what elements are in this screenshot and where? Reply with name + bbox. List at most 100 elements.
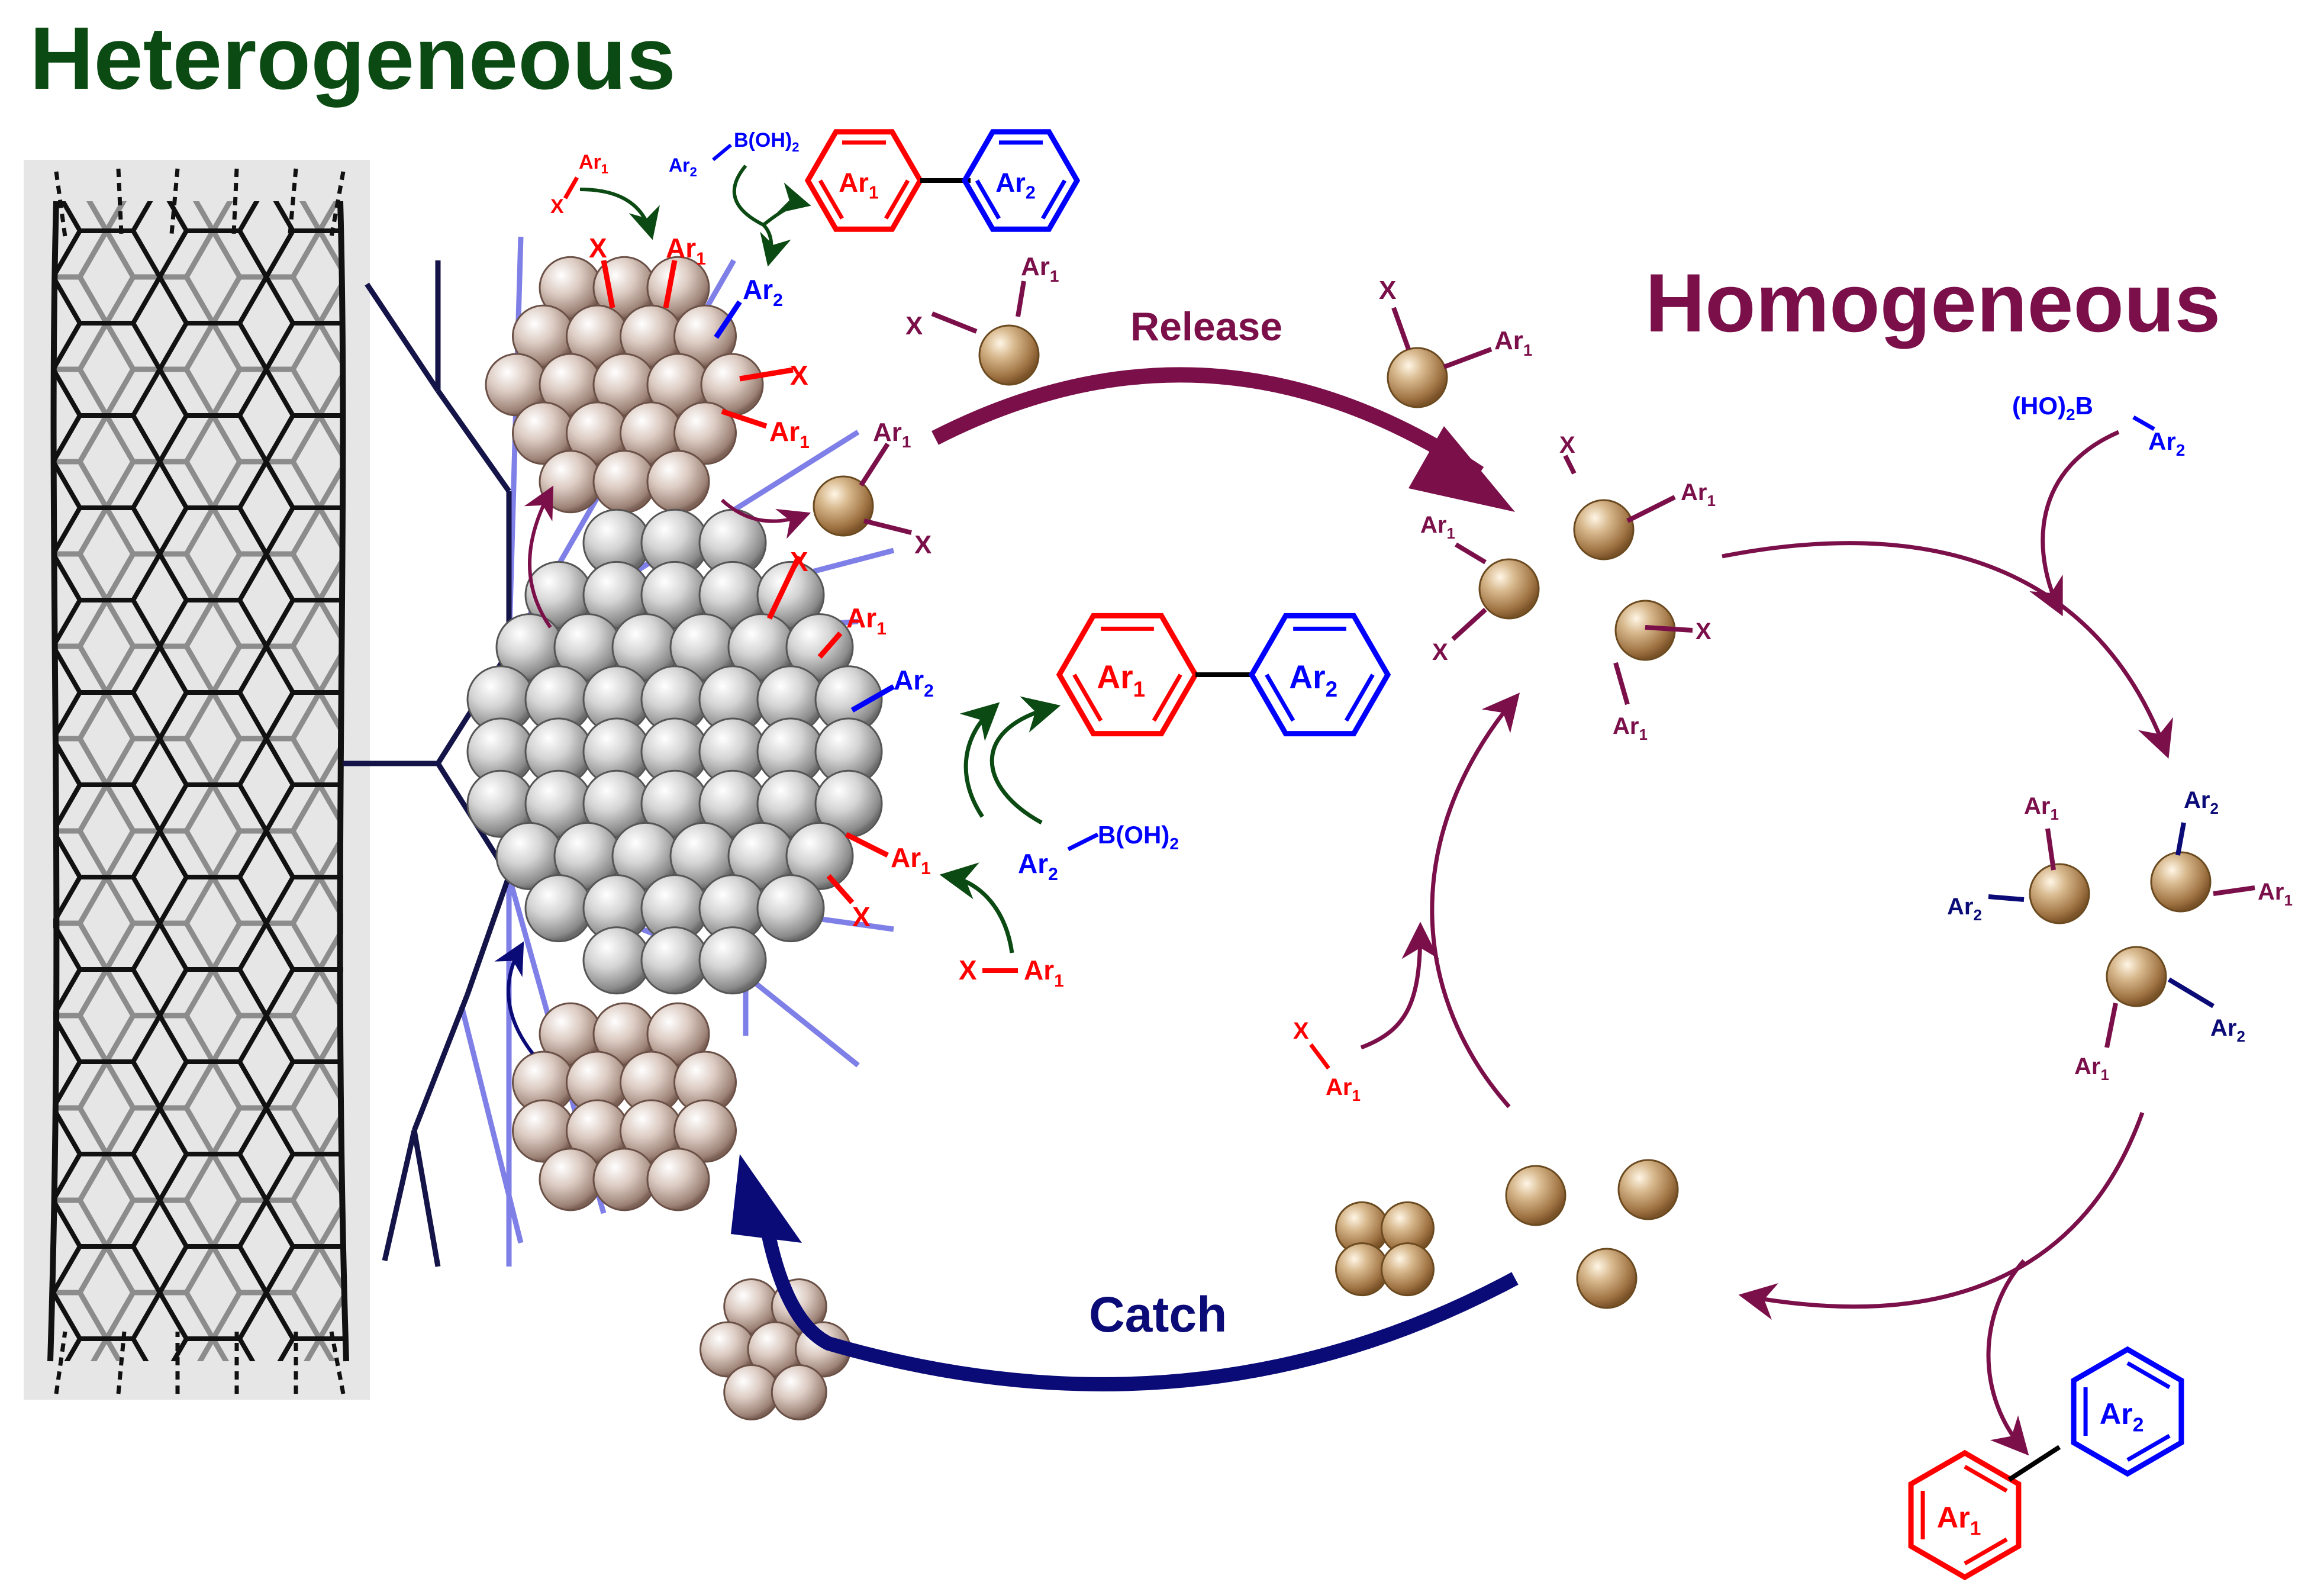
label-ar1: Ar1 xyxy=(579,151,608,176)
label-x: X xyxy=(1379,276,1396,305)
ring-label: Ar1 xyxy=(1097,659,1145,701)
label-ar1: Ar1 xyxy=(846,602,887,639)
tm-labels: Ar1 Ar2 Ar2 Ar1 Ar2 Ar1 xyxy=(1947,787,2293,1084)
benzene-ring: Ar2 xyxy=(961,129,1081,232)
release-particle-substituents xyxy=(931,281,1026,334)
label-ar1: Ar1 xyxy=(2024,793,2059,823)
label-ar1: Ar1 xyxy=(1024,955,1064,991)
label-ar2: Ar2 xyxy=(1018,848,1058,884)
label-ar1: Ar1 xyxy=(2258,879,2293,909)
benzene-ring: Ar1 xyxy=(1056,613,1199,737)
pd-atom-sphere xyxy=(1573,499,1635,560)
pd-cluster-sphere xyxy=(646,1002,710,1066)
label-x: X xyxy=(1559,432,1575,458)
homogeneous-cycle-arrows xyxy=(1360,430,2173,1456)
benzene-ring: Ar1 xyxy=(804,129,924,232)
heterogeneous-title: Heterogeneous xyxy=(30,8,676,108)
pd-atom-sphere xyxy=(978,324,1040,386)
pd-cluster-sphere xyxy=(539,450,602,514)
homogeneous-title: Homogeneous xyxy=(1645,256,2220,349)
label-x: X xyxy=(1293,1018,1309,1044)
pd-atom-sphere xyxy=(813,475,874,537)
middle-cluster-substituents xyxy=(766,555,895,904)
pd-cluster-sphere xyxy=(646,1148,710,1211)
label-ar1: Ar1 xyxy=(1613,713,1648,743)
label-boronic-acid: B(OH)2 xyxy=(1098,821,1179,853)
leached-particle-substituents xyxy=(859,442,912,535)
label-ar2: Ar2 xyxy=(669,154,697,179)
pd-cluster-sphere xyxy=(646,450,710,514)
middle-reaction-cycle: Ar2 B(OH)2 X Ar1 xyxy=(939,696,1179,991)
pd-cluster-sphere xyxy=(673,1099,737,1163)
pd-aggregate-sphere xyxy=(1381,1242,1435,1297)
oa-labels: X Ar1 Ar1 X X Ar1 xyxy=(1420,432,1716,743)
label-ar1: Ar1 xyxy=(891,842,931,878)
ring-label: Ar2 xyxy=(1289,659,1337,701)
pd-atom-sphere xyxy=(2150,851,2212,913)
pd-cluster-sphere xyxy=(771,1364,827,1420)
pd-cluster-sphere xyxy=(673,401,737,465)
pd-atom-sphere xyxy=(1387,347,1448,408)
label-ar1: Ar1 xyxy=(873,418,911,451)
top-reaction-cycle: Ar1 X Ar2 B(OH)2 xyxy=(550,129,811,267)
benzene-ring: Ar1 xyxy=(1908,1449,2022,1581)
label-x: X xyxy=(1432,639,1448,665)
pd-nanoparticle-sphere xyxy=(785,821,854,890)
pd-cluster-sphere xyxy=(673,304,737,368)
label-ar1: Ar1 xyxy=(1681,479,1716,510)
label-ar1: Ar1 xyxy=(1021,252,1059,285)
pd-atom-sphere xyxy=(1478,558,1540,620)
pd-nanoparticle-sphere xyxy=(698,926,767,995)
label-x: X xyxy=(852,901,871,932)
label-x: X xyxy=(550,195,564,218)
label-x: X xyxy=(589,233,607,263)
label-boronic-acid-reagent: (HO)2B xyxy=(2012,392,2093,424)
pd-aggregate-sphere xyxy=(1335,1242,1389,1297)
pd-cluster-sphere xyxy=(646,256,710,320)
label-ar1: Ar1 xyxy=(1420,512,1455,542)
biaryl-bond xyxy=(2007,1445,2061,1482)
label-ar1: Ar1 xyxy=(769,416,810,452)
label-x: X xyxy=(905,311,923,340)
benzene-ring: Ar2 xyxy=(1248,613,1391,737)
label-ar2: Ar2 xyxy=(2148,427,2185,459)
nanoparticle-layer xyxy=(466,256,2212,1420)
pd-cluster-sphere xyxy=(723,1364,780,1420)
pd-cluster-sphere xyxy=(592,450,656,514)
carbon-nanotube xyxy=(24,160,370,1400)
label-ar1: Ar1 xyxy=(666,233,706,269)
release-arrow: Release xyxy=(931,304,1515,512)
pd-nanoparticle-sphere xyxy=(582,926,651,995)
label-ar1: Ar1 xyxy=(2074,1053,2109,1084)
label-ar2: Ar2 xyxy=(743,274,783,310)
label-x: X xyxy=(959,955,977,985)
catch-arrow: Catch xyxy=(731,1154,1519,1391)
tm-substituents xyxy=(1988,822,2255,1048)
pd-atom-sphere xyxy=(1617,1159,1679,1220)
pd-atom-sphere xyxy=(2106,946,2167,1007)
middle-cluster-labels: X Ar1 Ar2 Ar1 X xyxy=(790,546,934,932)
top-cluster-labels: X Ar1 Ar2 X Ar1 xyxy=(589,233,810,452)
ring-label: Ar1 xyxy=(1937,1500,1981,1540)
pd-nanoparticle-sphere xyxy=(640,926,709,995)
top-cluster-substituents xyxy=(601,260,794,429)
label-ar2: Ar2 xyxy=(2210,1015,2245,1045)
pd-atom-sphere xyxy=(1576,1248,1638,1309)
label-boronic-acid: B(OH)2 xyxy=(734,129,799,154)
label-ar2: Ar2 xyxy=(1947,894,1982,924)
label-ar1: Ar1 xyxy=(1326,1074,1361,1104)
ring-label: Ar2 xyxy=(2100,1397,2144,1436)
pd-atom-sphere xyxy=(2029,863,2090,924)
release-label: Release xyxy=(1130,304,1282,349)
pd-atom-sphere xyxy=(1505,1165,1566,1226)
oa-substituents xyxy=(1451,455,1693,705)
pd-nanoparticle-sphere xyxy=(785,613,854,682)
pd-cluster-sphere xyxy=(592,1148,656,1211)
label-ar2: Ar2 xyxy=(2184,787,2219,817)
label-x: X xyxy=(1696,618,1711,645)
label-x: X xyxy=(790,360,808,391)
pd-nanoparticle-sphere xyxy=(756,874,825,943)
catch-label: Catch xyxy=(1089,1287,1227,1342)
